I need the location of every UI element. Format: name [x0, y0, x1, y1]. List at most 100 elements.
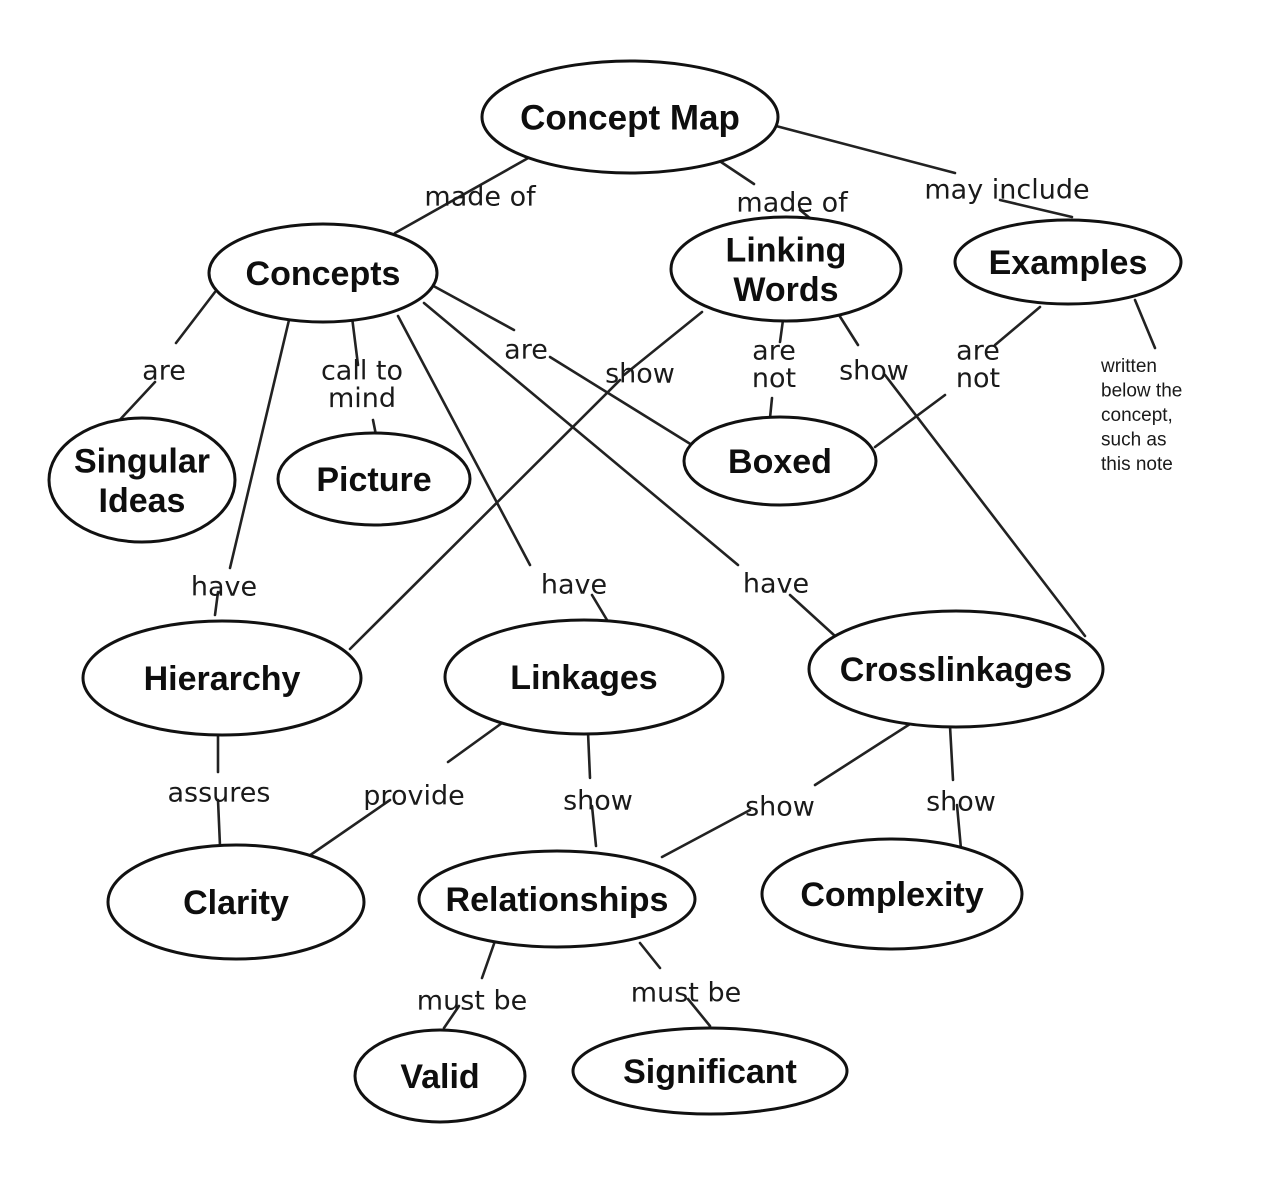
- node-outline: [669, 215, 903, 323]
- link-show-crosslinkages: show: [839, 355, 909, 386]
- link-label: have: [191, 571, 257, 602]
- node-complexity: Complexity: [760, 837, 1024, 951]
- node-outline: [207, 222, 439, 324]
- connector-line: [350, 315, 360, 367]
- link-label: must be: [631, 977, 741, 1008]
- node-outline: [353, 1028, 527, 1124]
- link-have-linkages: have: [541, 569, 607, 600]
- link-assures: assures: [168, 777, 271, 808]
- link-label: assures: [168, 777, 271, 808]
- connector-lines: [113, 124, 1157, 1030]
- node-clarity: Clarity: [106, 843, 366, 961]
- link-made-of-linking: made of: [736, 187, 849, 218]
- node-linkages: Linkages: [443, 618, 725, 736]
- connector-line: [446, 721, 504, 764]
- connector-line: [788, 593, 837, 638]
- node-relationships: Relationships: [417, 849, 697, 949]
- connector-line: [304, 798, 392, 860]
- connector-line: [548, 355, 694, 447]
- link-must-be-valid: must be: [417, 985, 527, 1016]
- link-provide: provide: [363, 780, 464, 811]
- connector-line: [396, 314, 532, 567]
- connector-line: [716, 158, 756, 186]
- link-label: show: [745, 791, 815, 822]
- connector-line: [660, 808, 752, 859]
- connector-line: [590, 593, 609, 622]
- link-label: call to: [321, 356, 403, 387]
- link-show-hierarchy: show: [605, 358, 675, 389]
- connector-line: [590, 804, 598, 848]
- node-label: Linkages: [510, 659, 657, 697]
- node-outline: [953, 218, 1183, 306]
- note-line: this note: [1101, 454, 1173, 475]
- connector-line: [778, 318, 785, 344]
- connector-line: [216, 798, 222, 848]
- node-outline: [417, 849, 697, 949]
- connector-line: [442, 1004, 461, 1030]
- link-label: are: [956, 336, 1000, 367]
- link-are-boxed: are: [504, 334, 548, 365]
- node-examples: Examples: [953, 218, 1183, 306]
- node-label: Concepts: [246, 255, 401, 293]
- connector-line: [393, 155, 532, 235]
- node-outline: [81, 619, 363, 737]
- link-are-singular: are: [142, 355, 186, 386]
- connector-line: [348, 378, 622, 651]
- note-line: such as: [1101, 430, 1166, 451]
- node-outline: [807, 609, 1105, 729]
- node-label: Clarity: [183, 884, 289, 922]
- connector-line: [586, 730, 592, 780]
- node-outline: [480, 59, 780, 175]
- link-have-crosslinkages: have: [743, 568, 809, 599]
- link-label: are: [752, 336, 796, 367]
- node-concepts: Concepts: [207, 222, 439, 324]
- connector-line: [998, 198, 1074, 219]
- node-label: Linking: [726, 231, 847, 269]
- link-label: may include: [924, 174, 1089, 205]
- connector-line: [813, 722, 912, 787]
- connector-line: [993, 305, 1042, 347]
- node-outline: [571, 1026, 849, 1116]
- node-label: Singular: [74, 442, 210, 480]
- link-label: show: [563, 785, 633, 816]
- link-made-of-concepts: made of: [424, 181, 537, 212]
- connector-line: [480, 939, 497, 980]
- link-must-be-significant: must be: [631, 977, 741, 1008]
- node-label: Ideas: [99, 482, 186, 520]
- connector-line: [955, 803, 963, 851]
- node-significant: Significant: [571, 1026, 849, 1116]
- link-label: are: [504, 334, 548, 365]
- node-label: Crosslinkages: [840, 651, 1072, 689]
- connector-line: [113, 380, 157, 427]
- node-outline: [106, 843, 366, 961]
- node-label: Concept Map: [520, 99, 740, 138]
- link-label: made of: [736, 187, 849, 218]
- connector-line: [883, 373, 1087, 638]
- node-label: Examples: [989, 244, 1148, 282]
- node-label: Picture: [316, 461, 431, 499]
- connector-line: [774, 124, 957, 175]
- connector-line: [174, 290, 217, 345]
- node-label: Hierarchy: [144, 660, 301, 698]
- connector-line: [873, 393, 947, 449]
- link-label: must be: [417, 985, 527, 1016]
- node-outline: [47, 416, 237, 544]
- node-label: Words: [733, 271, 838, 309]
- node-concept-map: Concept Map: [480, 59, 780, 175]
- node-picture: Picture: [276, 431, 472, 527]
- node-outline: [682, 415, 878, 507]
- connector-line: [768, 396, 774, 420]
- link-label: not: [956, 363, 1000, 394]
- link-label: have: [743, 568, 809, 599]
- node-outline: [276, 431, 472, 527]
